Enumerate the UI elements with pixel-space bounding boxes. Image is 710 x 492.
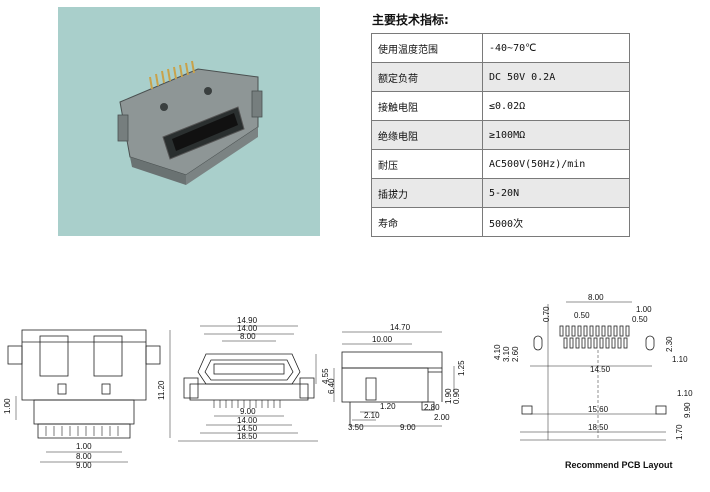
profile-view-drawing	[333, 331, 455, 427]
dim-label: 6.40	[327, 378, 336, 394]
dim-label: 9.00	[76, 461, 92, 470]
dim-label: 1.20	[380, 402, 396, 411]
dim-label: 8.00	[240, 332, 256, 341]
dim-label: 3.50	[348, 423, 364, 432]
connector-image	[117, 60, 263, 185]
dim-label: 1.10	[672, 355, 688, 364]
spec-value: ≤0.02Ω	[482, 91, 630, 121]
dim-label: 2.10	[364, 411, 380, 420]
spec-label: 寿命	[371, 207, 483, 237]
dim-label: 11.20	[157, 380, 166, 400]
dim-label: 14.50	[237, 424, 258, 433]
dim-label: 8.00	[76, 452, 92, 461]
dim-label: 2.00	[434, 413, 450, 422]
spec-value: AC500V(50Hz)/min	[482, 149, 630, 179]
spec-value: DC 50V 0.2A	[482, 62, 630, 92]
spec-value: 5-20N	[482, 178, 630, 208]
dim-label: 2.60	[511, 346, 520, 362]
pcb-layout-drawing	[520, 301, 667, 441]
dim-label: 14.00	[237, 416, 258, 425]
dim-label: 14.50	[590, 365, 611, 374]
spec-label: 接触电阻	[371, 91, 483, 121]
dim-label: 3.10	[502, 346, 511, 362]
dim-label: 0.70	[542, 306, 551, 322]
spec-value: 5000次	[482, 207, 630, 237]
table-row: 使用温度范围-40~70℃	[371, 33, 630, 63]
dim-label: 0.50	[574, 311, 590, 320]
dim-label: 1.90	[444, 388, 453, 404]
dim-label: 9.00	[400, 423, 416, 432]
dim-label: 0.90	[452, 388, 461, 404]
spec-label: 使用温度范围	[371, 33, 483, 63]
dim-label: 9.90	[683, 402, 692, 418]
dim-label: 14.00	[237, 324, 258, 333]
dim-label: 4.55	[321, 368, 330, 384]
dim-label: 18.50	[237, 432, 258, 441]
spec-label: 额定负荷	[371, 62, 483, 92]
dim-label: 14.70	[390, 323, 411, 332]
dim-label: 1.70	[675, 424, 684, 440]
pcb-layout-caption: Recommend PCB Layout	[565, 460, 673, 470]
dim-label: 9.00	[240, 407, 256, 416]
dim-label: 15.60	[588, 405, 609, 414]
dim-label: 0.50	[632, 315, 648, 324]
dim-label: 1.00	[636, 305, 652, 314]
dim-label: 8.00	[588, 293, 604, 302]
dim-label: 10.00	[372, 335, 393, 344]
table-row: 接触电阻≤0.02Ω	[371, 91, 630, 121]
dim-label: 4.10	[493, 344, 502, 360]
dim-label: 1.00	[3, 398, 12, 414]
dim-label: 2.30	[665, 336, 674, 352]
spec-label: 插拔力	[371, 178, 483, 208]
dim-label: 2.80	[424, 403, 440, 412]
dim-label: 18.50	[588, 423, 609, 432]
dim-label: 1.00	[76, 442, 92, 451]
product-photo	[58, 7, 320, 236]
side-view-drawing	[7, 329, 171, 463]
spec-title: 主要技术指标:	[372, 13, 449, 27]
dim-label: 1.25	[457, 360, 466, 376]
front-view-drawing	[178, 325, 318, 442]
dim-label: 14.90	[237, 316, 258, 325]
dim-label: 1.10	[677, 389, 693, 398]
